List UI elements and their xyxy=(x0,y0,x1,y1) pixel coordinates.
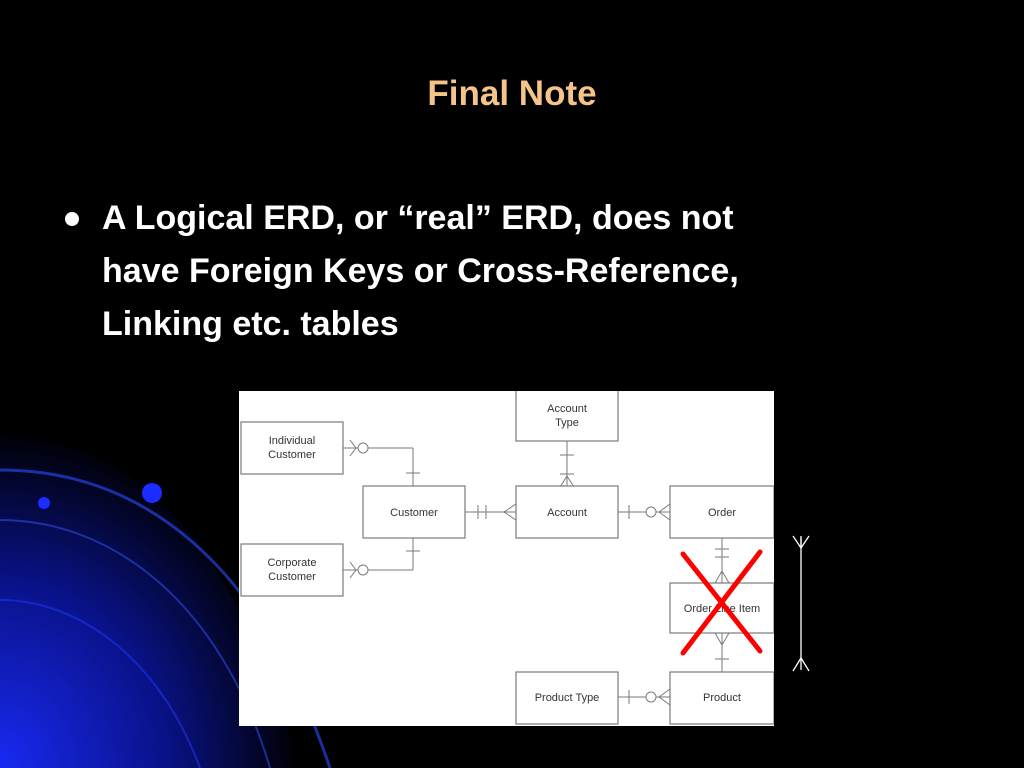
bullet-line: have Foreign Keys or Cross-Reference, xyxy=(102,252,739,290)
entity-label: Customer xyxy=(390,507,438,519)
bullet-item: A Logical ERD, or “real” ERD, does not h… xyxy=(60,192,960,351)
entity-customer: Customer xyxy=(362,485,466,539)
bullet-line: A Logical ERD, or “real” ERD, does not xyxy=(102,199,734,237)
entity-label: Order Line Item xyxy=(684,603,760,615)
entity-corporate-customer: Corporate Customer xyxy=(240,543,344,597)
entity-label: Individual xyxy=(269,435,315,447)
entity-label: Customer xyxy=(268,449,316,461)
relationship-lines xyxy=(343,439,730,706)
bullet-list: A Logical ERD, or “real” ERD, does not h… xyxy=(60,192,960,351)
entity-individual-customer: Individual Customer xyxy=(240,421,344,475)
entity-label: Account xyxy=(547,403,587,415)
cross-out-x-icon xyxy=(680,549,763,656)
entity-label: Type xyxy=(555,417,579,429)
entity-label: Product Type xyxy=(535,692,600,704)
erd-diagram-svg: Individual Customer Corporate Customer C… xyxy=(240,391,774,725)
entity-label: Customer xyxy=(268,571,316,583)
bullet-line: Linking etc. tables xyxy=(102,305,399,343)
entity-label: Order xyxy=(708,507,736,519)
entity-label: Corporate xyxy=(268,557,317,569)
entity-label: Product xyxy=(703,692,741,704)
entity-product-type: Product Type xyxy=(515,671,619,725)
erd-diagram: Individual Customer Corporate Customer C… xyxy=(239,391,774,726)
many-to-many-arrow-icon xyxy=(792,535,810,672)
entity-order-line-item: Order Line Item xyxy=(669,582,774,634)
slide-title: Final Note xyxy=(427,74,597,113)
entity-label: Account xyxy=(547,507,587,519)
entity-account: Account xyxy=(515,485,619,539)
entity-account-type: Account Type xyxy=(515,391,619,442)
bullet-dot-icon xyxy=(65,212,79,226)
entity-product: Product xyxy=(669,671,774,725)
entity-order: Order xyxy=(669,485,774,539)
